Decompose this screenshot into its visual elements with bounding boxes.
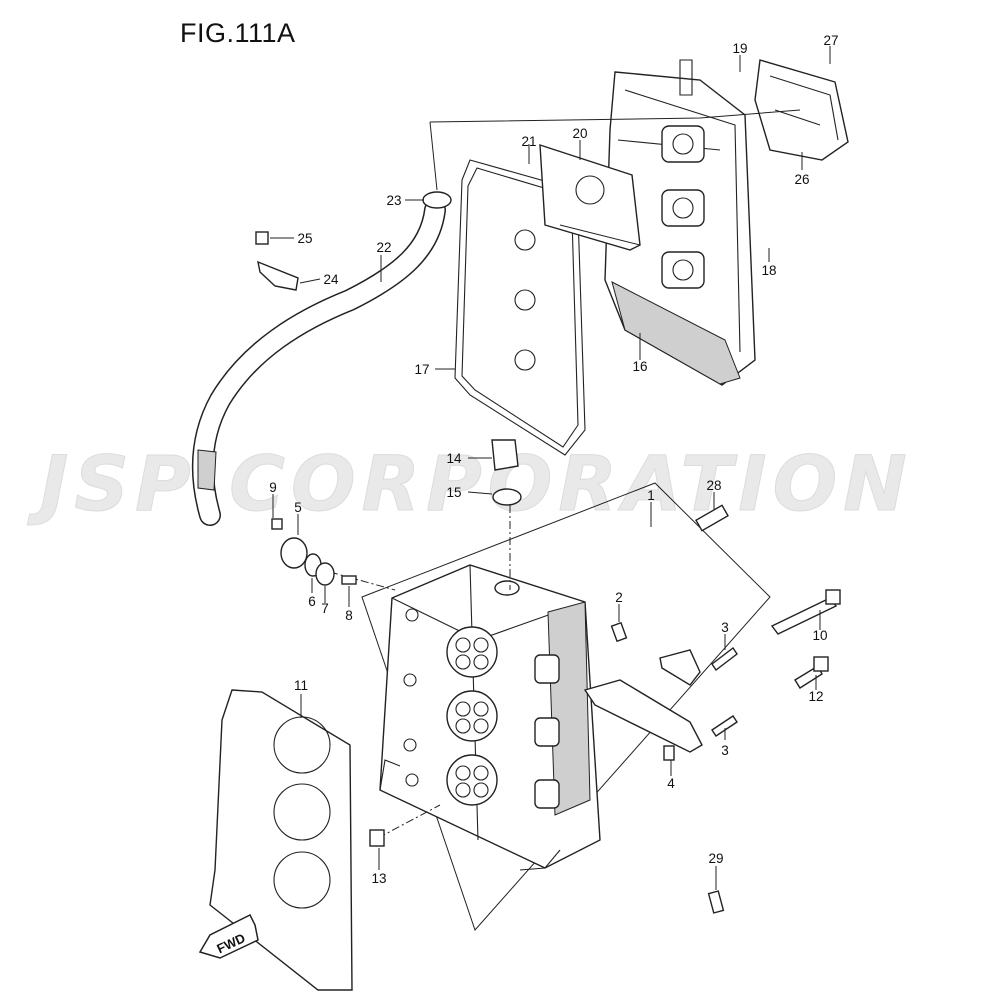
hose-clamp <box>422 191 452 209</box>
bolt-10-head <box>825 589 841 605</box>
callout-27: 27 <box>823 33 838 48</box>
oil-filler-cap <box>491 439 519 471</box>
thermostat-cover <box>280 537 308 569</box>
gasket-plug-hole-3 <box>514 349 536 371</box>
callout-9: 9 <box>269 480 277 495</box>
ref-line-plate <box>559 224 641 246</box>
callout-8: 8 <box>345 608 353 623</box>
cover-plate <box>539 144 641 251</box>
callout-23: 23 <box>386 193 401 208</box>
callout-19: 19 <box>732 41 747 56</box>
head-gasket <box>209 689 353 991</box>
callout-18: 18 <box>761 263 776 278</box>
callout-10: 10 <box>812 628 827 643</box>
callout-21: 21 <box>521 134 536 149</box>
callout-14: 14 <box>446 451 462 466</box>
part-1-group-outline <box>361 482 771 931</box>
callout-2: 2 <box>615 590 623 605</box>
callout-24: 24 <box>323 272 339 287</box>
hose-holder-clip <box>257 260 299 291</box>
fwd-arrow: FWD <box>198 913 259 959</box>
callout-12: 12 <box>808 689 823 704</box>
hose-shaded-end <box>197 449 217 491</box>
callout-26: 26 <box>794 172 809 187</box>
bolt-10 <box>770 597 838 635</box>
callout-29: 29 <box>708 851 723 866</box>
callout-28: 28 <box>706 478 721 493</box>
watermark-text: JSP CORPORATION <box>27 439 913 528</box>
bolt-3-upper <box>711 646 738 672</box>
callout-1: 1 <box>647 488 655 503</box>
breather-cover <box>754 59 849 161</box>
cover-plate-hole <box>575 175 605 205</box>
dowel-4 <box>663 745 675 761</box>
ref-line-dowel <box>377 804 441 839</box>
callout-4: 4 <box>667 776 675 791</box>
thermostat <box>315 562 335 586</box>
callout-17: 17 <box>414 362 429 377</box>
spark-plug <box>695 504 729 532</box>
callout-3a: 3 <box>721 620 729 635</box>
callout-25: 25 <box>297 231 312 246</box>
cylinder-head-cover <box>604 59 756 386</box>
callout-15: 15 <box>446 485 461 500</box>
bolt-9 <box>271 518 283 530</box>
callout-5: 5 <box>294 500 302 515</box>
bolt-3-lower <box>711 715 738 737</box>
gasket-plug-hole-1 <box>514 229 536 251</box>
callout-6: 6 <box>308 594 316 609</box>
cam-cap <box>659 649 701 686</box>
cylinder-head <box>379 564 601 871</box>
callout-7: 7 <box>321 601 329 616</box>
dowel-2 <box>610 621 628 643</box>
leader-lines <box>270 46 831 890</box>
o-ring-15 <box>492 488 522 506</box>
callout-22: 22 <box>376 240 391 255</box>
callouts: 1 2 3 3 4 5 6 7 8 9 10 11 12 13 14 15 16… <box>269 33 838 886</box>
bolt-12-head <box>813 656 829 672</box>
ref-line-hose <box>429 109 801 191</box>
callout-16: 16 <box>632 359 647 374</box>
ref-line-thermostat <box>329 571 396 591</box>
bolt-25 <box>255 231 269 245</box>
callout-20: 20 <box>572 126 587 141</box>
dowel-13 <box>369 829 385 847</box>
callout-13: 13 <box>371 871 386 886</box>
callout-11: 11 <box>294 678 308 693</box>
dowel-29 <box>707 890 725 914</box>
callout-3b: 3 <box>721 743 729 758</box>
cam-bracket <box>583 679 703 753</box>
bolt-8 <box>341 575 357 585</box>
figure-title: FIG.111A <box>180 18 296 48</box>
gasket-plug-hole-2 <box>514 289 536 311</box>
